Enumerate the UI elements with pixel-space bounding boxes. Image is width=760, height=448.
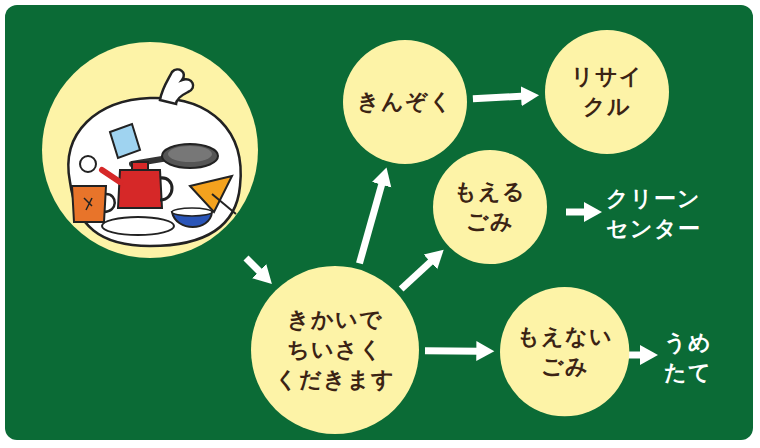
destination-label: うめ たて [664,328,721,387]
circle-content: きんぞく [343,40,467,164]
node-text: きかいで ちいさく くだきます [273,305,396,394]
circle-shape [545,30,669,154]
circle-outline [545,30,669,154]
category-circle: きかいで ちいさく くだきます [251,266,419,434]
trash-bag-illustration [42,42,258,258]
circle-outline [433,150,547,264]
flow-arrow [401,259,433,289]
node-text: リサイ クル [567,62,646,121]
category-circle: もえない ごみ [500,287,629,416]
category-circle: リサイ クル [545,30,669,154]
circle-content: もえない ごみ [500,287,629,416]
flow-arrow [425,347,480,354]
flow-arrow [473,96,525,99]
flow-arrow [246,258,262,274]
circle-shape [433,150,547,264]
circle-shape [251,266,419,434]
board [5,5,753,440]
node-text: もえない ごみ [514,322,615,381]
circle-shape [500,287,629,416]
category-circle: きんぞく [343,40,467,164]
circle-content: もえる ごみ [433,150,547,264]
circle-outline [500,287,629,416]
node-text: もえる ごみ [450,177,529,236]
circle-content: リサイ クル [545,30,669,154]
flow-arrow [566,209,588,216]
circle-shape [343,40,467,164]
category-circle: もえる ごみ [433,150,547,264]
node-text: きんぞく [357,87,454,117]
circle-content: きかいで ちいさく くだきます [251,266,419,434]
destination-label: クリーン センター [606,184,712,243]
flow-arrow [359,181,382,263]
